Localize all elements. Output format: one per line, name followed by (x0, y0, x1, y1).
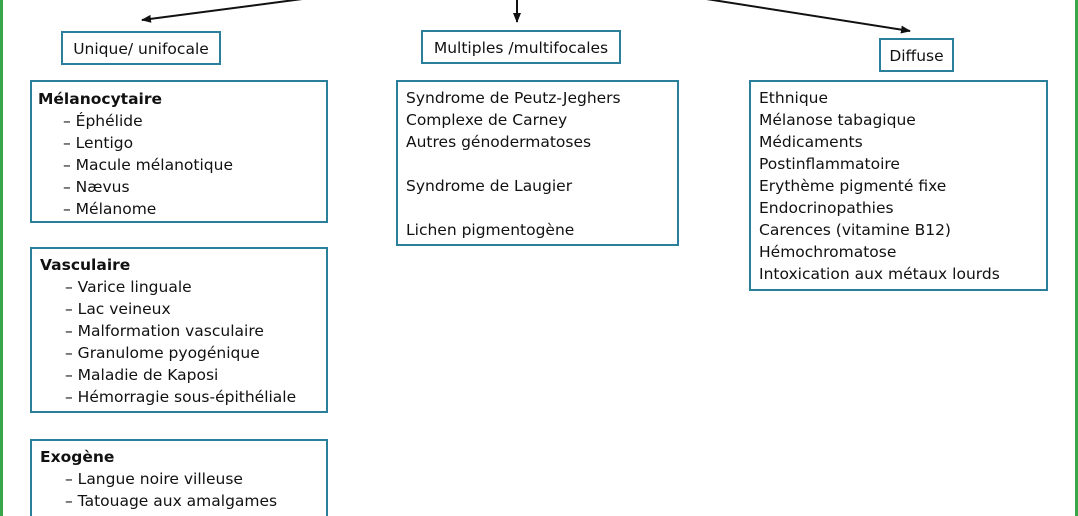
list-item: – Varice linguale (65, 278, 192, 296)
group-title: Mélanocytaire (38, 90, 163, 108)
diffuse-list-box: Ethnique Mélanose tabagique Médicaments … (749, 80, 1048, 291)
list-item: Endocrinopathies (759, 199, 894, 217)
category-diffuse: Diffuse (879, 38, 954, 72)
list-item: Carences (vitamine B12) (759, 221, 951, 239)
list-item: Syndrome de Peutz-Jeghers (406, 89, 621, 107)
list-item: Postinflammatoire (759, 155, 900, 173)
list-item: Médicaments (759, 133, 863, 151)
group-melanocytaire: Mélanocytaire – Éphélide – Lentigo – Mac… (30, 80, 328, 223)
arrow-to-unique (141, 0, 303, 23)
arrow-to-diffuse (706, 0, 911, 34)
category-unique: Unique/ unifocale (61, 31, 221, 65)
list-item: Ethnique (759, 89, 829, 107)
list-spacer (406, 153, 669, 175)
list-item: Complexe de Carney (406, 111, 568, 129)
group-title: Vasculaire (40, 256, 131, 274)
list-spacer (406, 197, 669, 219)
list-item: – Maladie de Kaposi (65, 366, 219, 384)
category-unique-label: Unique/ unifocale (73, 40, 209, 58)
list-item: – Macule mélanotique (63, 156, 233, 174)
list-item: – Lac veineux (65, 300, 171, 318)
list-item: – Malformation vasculaire (65, 322, 264, 340)
list-item: – Langue noire villeuse (65, 470, 243, 488)
list-item: – Lentigo (63, 134, 134, 152)
list-item: Mélanose tabagique (759, 111, 916, 129)
list-item: Syndrome de Laugier (406, 177, 573, 195)
frame-left-border (0, 0, 3, 516)
list-item: – Éphélide (63, 112, 143, 130)
list-item: Lichen pigmentogène (406, 221, 575, 239)
list-item: – Hémorragie sous-épithéliale (65, 388, 297, 406)
group-exogene: Exogène – Langue noire villeuse – Tatoua… (30, 439, 328, 516)
list-item: – Tatouage aux amalgames (65, 492, 278, 510)
list-item: Erythème pigmenté fixe (759, 177, 947, 195)
list-item: – Granulome pyogénique (65, 344, 260, 362)
list-item: Intoxication aux métaux lourds (759, 265, 1000, 283)
multiple-list-box: Syndrome de Peutz-Jeghers Complexe de Ca… (396, 80, 679, 246)
group-title: Exogène (40, 448, 115, 466)
category-diffuse-label: Diffuse (889, 47, 944, 65)
category-multiple: Multiples /multifocales (421, 30, 621, 64)
list-item: – Mélanome (63, 200, 157, 218)
list-item: Hémochromatose (759, 243, 897, 261)
list-item: – Nævus (63, 178, 130, 196)
group-vasculaire: Vasculaire – Varice linguale – Lac veine… (30, 247, 328, 413)
category-multiple-label: Multiples /multifocales (433, 39, 609, 57)
list-item: Autres génodermatoses (406, 133, 592, 151)
frame-right-border (1075, 0, 1078, 516)
